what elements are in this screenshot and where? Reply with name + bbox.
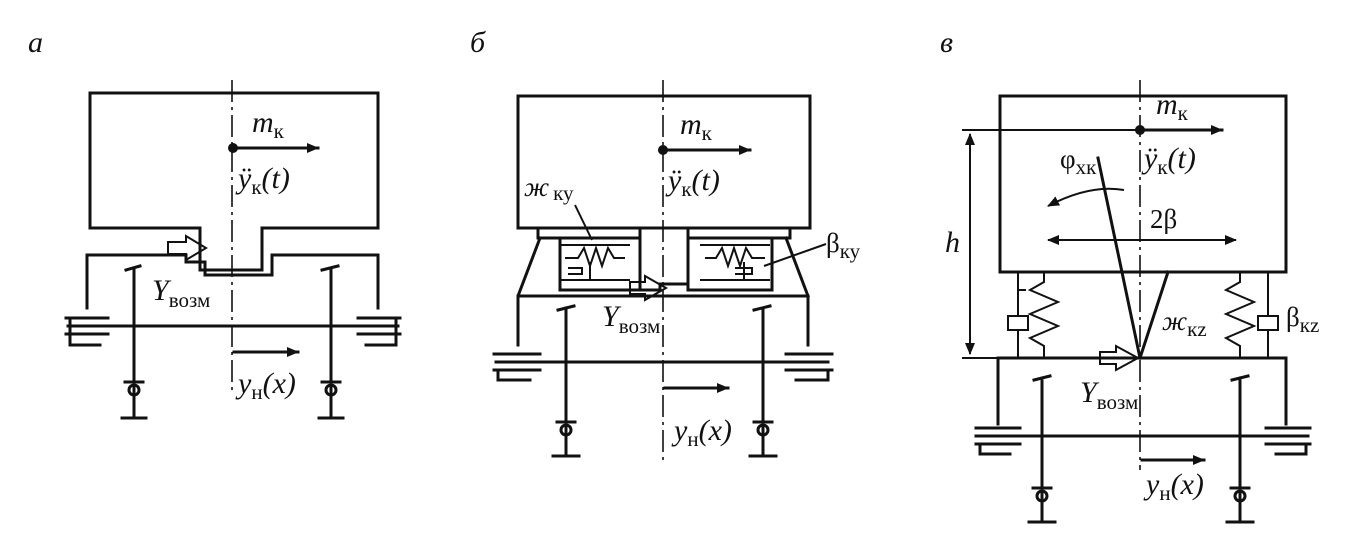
panel-a-accel-label: ÿк(t) [235, 162, 290, 199]
panel-b-accel-label: ÿк(t) [665, 164, 720, 201]
panel-a-mass-label: mк [252, 106, 285, 143]
panel-b-damper-right [735, 262, 753, 280]
panel-a-wheel-left [120, 264, 148, 420]
panel-a-wheel-right-hub [324, 383, 338, 397]
panel-c-height-label: h [945, 226, 960, 259]
panel-a-bearing-right [356, 316, 402, 347]
panel-a-wheel-left-hub [127, 383, 141, 397]
panel-a-body [88, 91, 380, 272]
panel-b-wheel-right-hub [756, 423, 770, 437]
panel-c-wheel-left [1027, 374, 1057, 524]
panel-b-spring-right [700, 244, 770, 281]
panel-a-track-label: yн(x) [235, 367, 296, 404]
panel-c-base-label: 2β [1150, 204, 1177, 234]
panel-c-spring-right [1223, 272, 1269, 358]
panel-b-force-arrow [629, 274, 669, 302]
panel-c-force-label: Yвозм [1080, 376, 1138, 414]
panel-c-tilt-line [1096, 156, 1142, 360]
panel-b-bearing-right [784, 352, 834, 382]
panel-c-frame [996, 356, 1288, 426]
panel-a-letter: а [28, 26, 43, 59]
panel-b-damper-leader [763, 243, 827, 267]
panel-b-letter: б [470, 26, 486, 59]
panel-b-mass-label: mк [680, 108, 713, 145]
panel-c: в mк ÿк(t) h φxк 2β жкz βкz Yвозм [940, 26, 1319, 524]
panel-c-tilt-line-2 [1138, 270, 1170, 360]
panel-b-bearing-left [492, 352, 542, 382]
panel-c-wheel-right-hub [1233, 489, 1247, 503]
panel-a-frame [85, 253, 380, 310]
panel-c-spring-label: жкz [1162, 306, 1207, 341]
panel-b-damper-label: βку [826, 228, 861, 263]
panel-b-pedestals [536, 226, 792, 240]
panel-c-track-label: yн(x) [1143, 468, 1204, 505]
panel-b-spring-leader [574, 204, 593, 241]
panel-b-force-label: Yвозм [602, 300, 660, 338]
panel-a-force-label: Yвозм [152, 274, 210, 312]
panel-b-wheel-left [551, 304, 581, 458]
panel-a-force-arrow [167, 234, 208, 262]
panel-c-force-arrow [1099, 344, 1141, 372]
panel-a-bearing-left [64, 316, 110, 347]
panel-b-body [516, 94, 812, 230]
panel-c-mass-label: mк [1156, 88, 1189, 125]
panel-b-spring-left [560, 244, 630, 281]
panel-c-damper-left [1007, 290, 1044, 359]
panel-c-body [998, 94, 1288, 274]
panel-b-wheel-left-hub [559, 423, 573, 437]
panel-c-angle-arc [1047, 187, 1125, 207]
panel-c-damper-right [1240, 290, 1279, 359]
panel-b-damper-left [568, 262, 591, 280]
panel-c-damper-label: βкz [1286, 302, 1319, 337]
panel-c-angle-label: φxк [1060, 144, 1097, 179]
panel-c-wheel-left-hub [1035, 489, 1049, 503]
panel-b-wheel-right [748, 304, 778, 458]
panel-c-accel-label: ÿк(t) [1141, 142, 1196, 179]
panel-c-bearing-right [1264, 426, 1312, 456]
panel-c-letter: в [940, 26, 953, 59]
panel-a-wheel-right [317, 264, 345, 420]
panel-a: а mк ÿк(t) Yвозм yн(x) [28, 26, 402, 420]
panel-c-bearing-left [974, 426, 1022, 456]
panel-b-track-label: yн(x) [671, 414, 732, 451]
panel-c-wheel-right [1225, 374, 1255, 524]
